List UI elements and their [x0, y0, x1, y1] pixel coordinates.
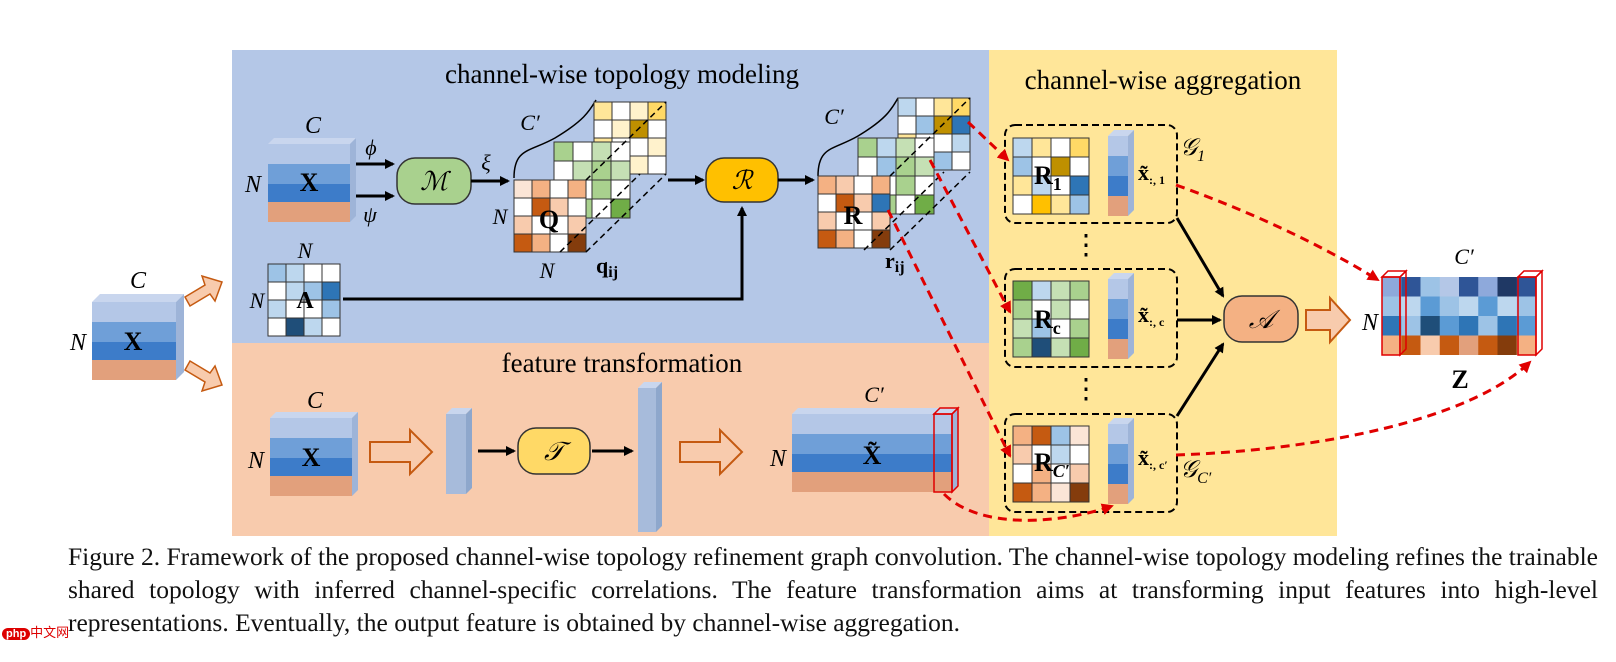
column-vector-c — [1108, 273, 1134, 359]
red-dashed-connections — [886, 120, 1532, 522]
rc-label: Rc — [1034, 305, 1061, 338]
column-vector-1 — [1108, 130, 1134, 216]
a-matrix: A N N — [249, 238, 341, 337]
transformation-panel-title: feature transformation — [502, 348, 743, 378]
svg-text:N: N — [297, 238, 314, 263]
svg-text:X̃: X̃ — [863, 441, 882, 470]
x-col-cp-label: x̃:, c′ — [1138, 445, 1168, 472]
input-tensor-x: X C N — [69, 268, 184, 380]
svg-text:rij: rij — [885, 248, 905, 276]
svg-text:A: A — [296, 288, 314, 314]
q-matrix-stack: C′ Q N N qij — [492, 99, 667, 283]
input-n-label: N — [69, 330, 88, 356]
phi-label: ϕ — [365, 135, 376, 160]
gcp-label: 𝒢C′ — [1180, 457, 1212, 487]
svg-text:C′: C′ — [1454, 244, 1475, 269]
svg-text:N: N — [492, 204, 509, 229]
r-matrix-stack: C′ R rij — [817, 97, 971, 276]
split-arrows — [183, 274, 223, 393]
input-c-label: C — [130, 268, 147, 294]
thin-feature-bar-1 — [446, 408, 472, 494]
svg-text:C: C — [305, 113, 322, 139]
r1-label: R1 — [1034, 161, 1062, 194]
topology-panel-title: channel-wise topology modeling — [445, 59, 799, 89]
svg-text:N: N — [247, 448, 266, 474]
svg-text:N: N — [244, 172, 263, 198]
input-x-label: X — [124, 327, 143, 356]
psi-label: ψ — [363, 202, 377, 227]
figure-caption: Figure 2. Framework of the proposed chan… — [68, 542, 1598, 637]
aggregation-panel-title: channel-wise aggregation — [1025, 65, 1302, 95]
svg-text:X: X — [300, 168, 319, 197]
module-r: ℛ — [705, 157, 779, 203]
svg-text:ℳ: ℳ — [420, 167, 451, 196]
vertical-dots-1: ⋮ — [1072, 230, 1100, 261]
group-c-box — [1004, 268, 1178, 368]
svg-text:qij: qij — [596, 253, 618, 281]
hollow-arrow-1 — [369, 427, 434, 477]
svg-text:ℛ: ℛ — [732, 166, 755, 195]
svg-text:N: N — [1361, 310, 1380, 336]
column-vector-cp — [1108, 418, 1134, 504]
g1-label: 𝒢1 — [1180, 135, 1205, 165]
svg-text:C′: C′ — [824, 104, 845, 129]
svg-text:R: R — [844, 201, 863, 230]
x-col-1-label: x̃:, 1 — [1138, 160, 1165, 187]
rc-matrix — [1012, 280, 1090, 358]
vertical-dots-2: ⋮ — [1072, 374, 1100, 405]
svg-text:C′: C′ — [520, 110, 541, 135]
r1-matrix — [1012, 137, 1090, 215]
xi-label: ξ — [481, 150, 491, 175]
topology-tensor-x: X C N — [244, 113, 356, 222]
svg-text:N: N — [249, 288, 266, 313]
rcp-matrix — [1012, 425, 1090, 503]
hollow-arrow-out — [1305, 295, 1352, 345]
x-col-c-label: x̃:, c — [1138, 302, 1165, 329]
group-1-box — [1004, 124, 1178, 224]
transform-tensor-x: X C N — [247, 388, 358, 496]
transformed-tensor-x-tilde: X̃ C′ N — [769, 382, 960, 494]
hollow-arrow-2 — [679, 427, 744, 477]
svg-text:Z: Z — [1451, 365, 1468, 394]
group-cp-box — [1004, 413, 1178, 513]
svg-text:N: N — [769, 446, 788, 472]
svg-text:C: C — [307, 388, 324, 414]
module-aggregation: 𝒜 — [1223, 295, 1299, 343]
svg-text:N: N — [539, 258, 556, 283]
output-tensor-z: Z C′ N — [1361, 244, 1544, 394]
module-m: ℳ — [396, 157, 472, 205]
svg-text:X: X — [302, 443, 321, 472]
thin-feature-bar-2 — [638, 382, 662, 532]
rcp-label: RC′ — [1034, 448, 1070, 481]
module-t: 𝒯 — [517, 427, 591, 475]
svg-text:Q: Q — [539, 205, 559, 234]
svg-text:C′: C′ — [864, 382, 885, 407]
